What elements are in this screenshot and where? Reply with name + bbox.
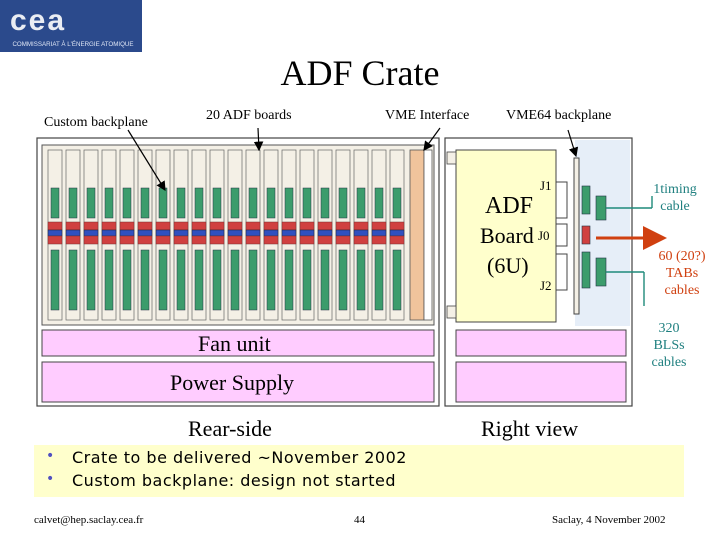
rear-side-label: Rear-side: [188, 416, 272, 441]
adf-board-slot: [371, 149, 387, 321]
timing-connector: [581, 185, 591, 215]
bullet-box: • Crate to be delivered ~November 2002 •…: [34, 445, 684, 497]
vme64-backplane-label: VME64 backplane: [506, 108, 612, 123]
j2-label: J2: [540, 278, 552, 293]
power-supply-rear: [41, 361, 435, 403]
adf-boards-label: 20 ADF boards: [206, 108, 292, 123]
custom-backplane-pointer: [127, 129, 166, 192]
adf-board-slot: [47, 149, 63, 321]
adf-board-slot: [101, 149, 117, 321]
bullet-text: Crate to be delivered ~November 2002: [72, 448, 407, 467]
adf-board-slot: [317, 149, 333, 321]
logo-subtitle: COMMISSARIAT À L'ÉNERGIE ATOMIQUE: [12, 41, 134, 48]
adf-board-slot: [281, 149, 297, 321]
timing-cable-label: 1timing cable: [642, 181, 708, 215]
board-name-line1: ADF: [485, 193, 534, 219]
fan-unit-label: Fan unit: [198, 331, 271, 356]
timing-connector-plug: [595, 195, 607, 221]
power-supply-side: [455, 361, 627, 403]
tab-cables-line1: 60 (20?): [658, 249, 706, 264]
adf-board-slot: [155, 149, 171, 321]
page-title: ADF Crate: [280, 53, 440, 93]
bullet-dot-icon: •: [46, 471, 55, 487]
vme64-backplane-pointer: [567, 129, 579, 158]
footer-place-date: Saclay, 4 November 2002: [552, 514, 666, 526]
j1-label: J1: [540, 178, 552, 193]
adf-board-side: [455, 149, 557, 323]
logo-text: cea: [10, 4, 67, 37]
tab-cables-line3: cables: [664, 283, 700, 298]
vme64-backplane: [573, 157, 580, 315]
timing-cable-line2: cable: [660, 199, 690, 214]
bls-connector: [581, 251, 591, 289]
bls-cables-label: 320 BLSs cables: [638, 320, 700, 371]
bls-connector-plug: [595, 257, 607, 287]
adf-board-slot: [191, 149, 207, 321]
j0-connector: [555, 223, 568, 247]
vme-interface-label: VME Interface: [385, 108, 470, 123]
footer-page-number: 44: [354, 514, 365, 526]
board-guide-bottom: [446, 305, 457, 319]
vme-interface-pointer: [423, 127, 441, 151]
footer-email: calvet@hep.saclay.cea.fr: [34, 514, 144, 526]
tab-connector: [581, 225, 591, 245]
adf-board-slot: [263, 149, 279, 321]
bls-cables-line1: 320: [658, 321, 680, 336]
bls-cables-line2: BLSs: [653, 338, 685, 353]
adf-board-slot: [65, 149, 81, 321]
j0-label: J0: [538, 228, 550, 243]
board-guide-top: [446, 151, 457, 165]
vme-interface-edge: [423, 149, 433, 321]
adf-board-slot: [245, 149, 261, 321]
adf-board-slot: [227, 149, 243, 321]
j2-connector: [555, 253, 568, 291]
bls-cables-line3: cables: [651, 355, 687, 370]
board-name-line3: (6U): [487, 253, 529, 278]
adf-board-slot: [137, 149, 153, 321]
right-view-label: Right view: [481, 416, 579, 441]
adf-board-slots: [47, 149, 405, 321]
custom-backplane-label: Custom backplane: [44, 115, 148, 130]
adf-board-slot: [83, 149, 99, 321]
cea-logo: cea COMMISSARIAT À L'ÉNERGIE ATOMIQUE: [0, 0, 142, 52]
j1-connector: [555, 181, 568, 219]
tab-cables-label: 60 (20?) TABs cables: [646, 248, 718, 299]
bullet-dot-icon: •: [46, 448, 55, 464]
fan-unit-rear: [41, 329, 435, 357]
adf-board-slot: [173, 149, 189, 321]
fan-unit-side: [455, 329, 627, 357]
timing-cable-line1: 1timing: [653, 182, 697, 197]
adf-board-slot: [353, 149, 369, 321]
adf-board-slot: [119, 149, 135, 321]
tab-cables-line2: TABs: [665, 266, 699, 281]
adf-board-slot: [299, 149, 315, 321]
bullet-text: Custom backplane: design not started: [72, 471, 396, 490]
board-name-line2: Board: [480, 223, 534, 248]
power-supply-label: Power Supply: [170, 370, 295, 395]
adf-boards-pointer: [253, 127, 264, 152]
adf-board-slot: [335, 149, 351, 321]
adf-board-slot: [389, 149, 405, 321]
adf-board-slot: [209, 149, 225, 321]
vme-interface-slot: [409, 149, 425, 321]
